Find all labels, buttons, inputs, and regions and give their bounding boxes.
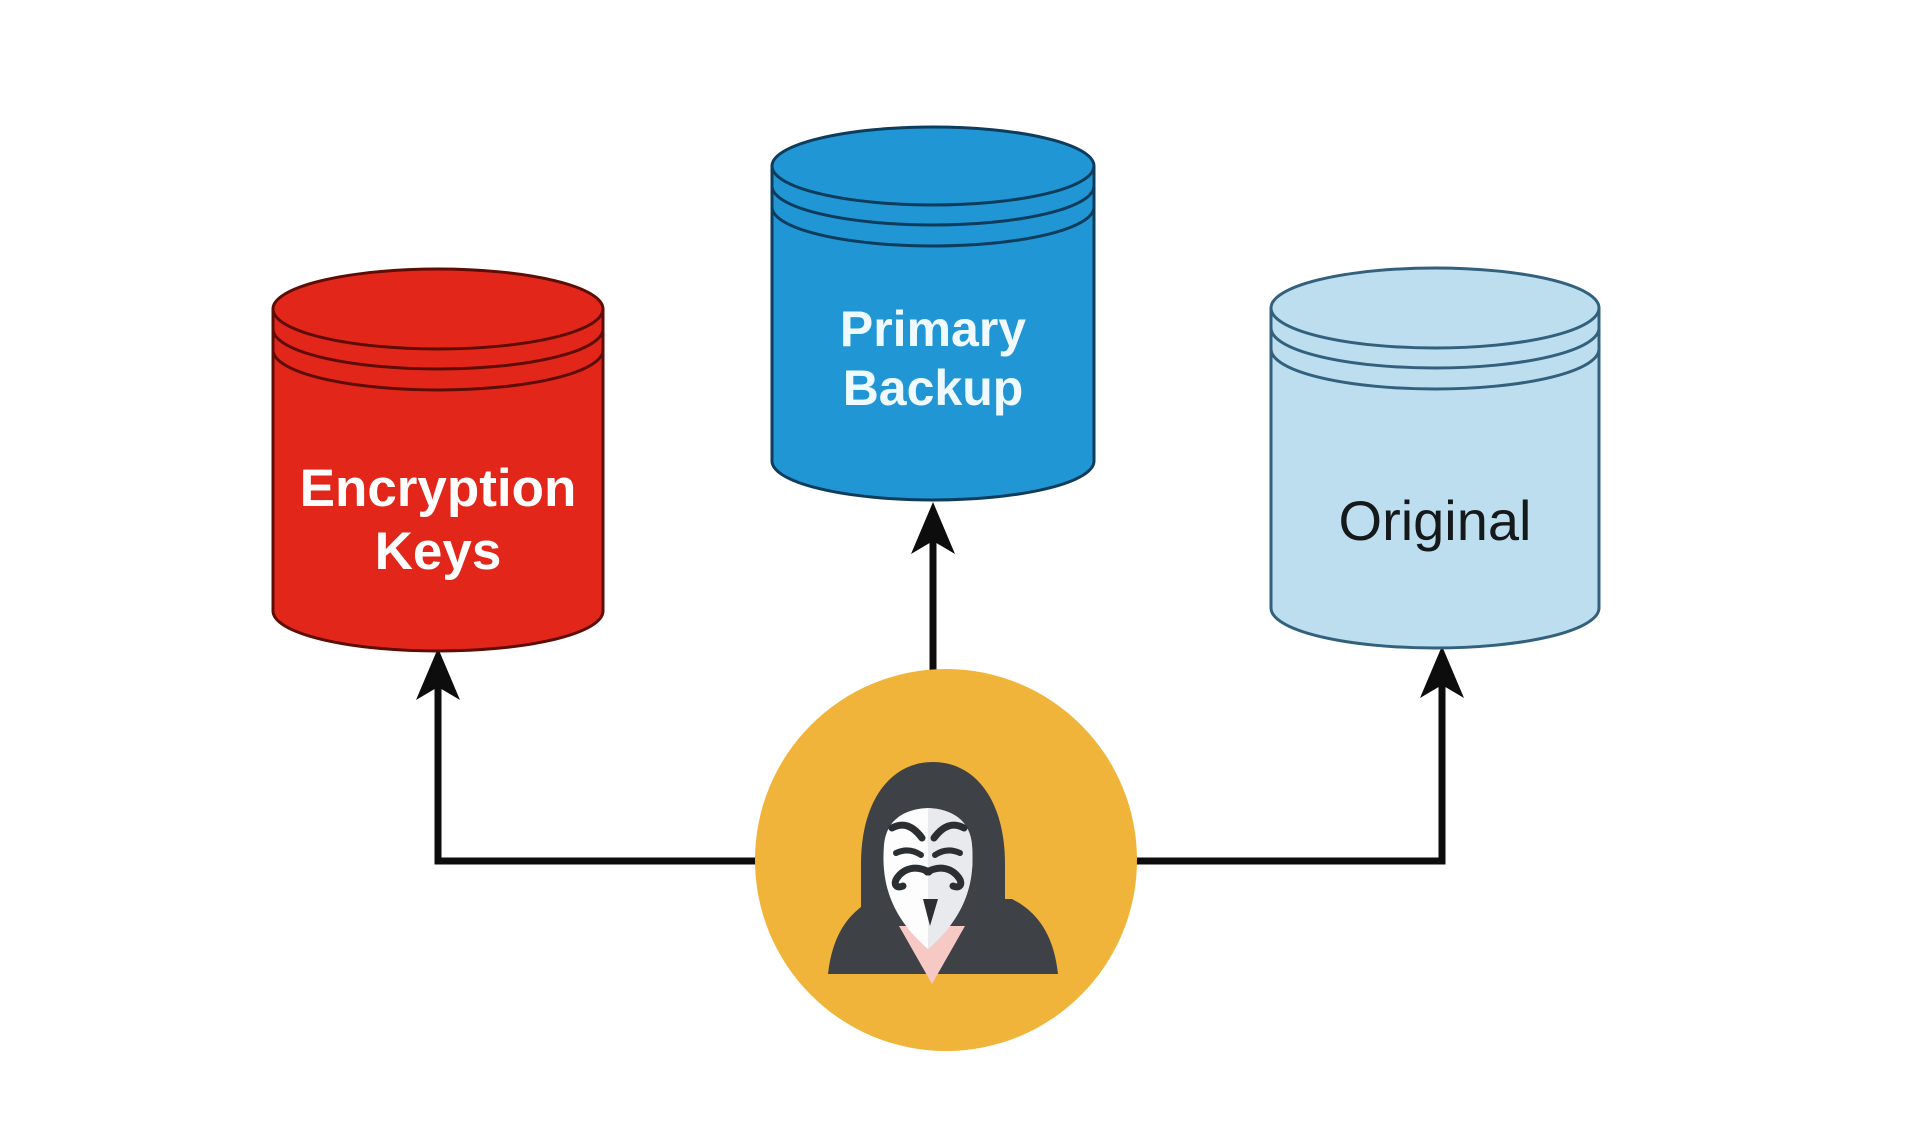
primary-backup-db xyxy=(770,125,1096,502)
encryption-keys-db xyxy=(271,267,605,653)
encryption-keys-db-ring xyxy=(271,328,605,371)
mask-left-eyebrow xyxy=(888,821,926,842)
primary-backup-db-ring xyxy=(770,206,1096,248)
mask-left-eye xyxy=(893,847,924,858)
primary-backup-db-top xyxy=(770,125,1096,207)
arrowhead-primary-backup xyxy=(911,502,955,554)
hacker-collar xyxy=(899,926,965,984)
encryption-keys-db-ring xyxy=(271,349,605,392)
original-db-body xyxy=(1269,308,1601,650)
encryption-keys-db-body xyxy=(271,309,605,653)
arrowhead-encryption-keys xyxy=(416,648,460,700)
arrowhead-original xyxy=(1420,646,1464,698)
hacker-actor xyxy=(755,669,1137,1051)
mask-right-eye xyxy=(932,847,963,858)
original-db xyxy=(1269,266,1601,650)
primary-backup-db-ring xyxy=(770,185,1096,227)
original-db-top xyxy=(1269,266,1601,350)
primary-backup-label: Primary Backup xyxy=(839,301,1027,416)
encryption-keys-db-top xyxy=(271,267,605,351)
anonymous-mask-icon xyxy=(883,808,973,949)
mask-face-shade xyxy=(928,808,973,949)
mask-goatee xyxy=(923,899,938,926)
mask-right-mustache xyxy=(923,864,965,891)
original-label: Original xyxy=(1338,489,1532,552)
mask-left-mustache xyxy=(891,864,933,891)
mask-features xyxy=(888,821,968,891)
primary-backup-db-body xyxy=(770,166,1096,502)
original-db-ring xyxy=(1269,348,1601,391)
encryption-keys-label: Encryption Keys xyxy=(299,459,577,581)
mask-right-eyebrow xyxy=(930,821,968,842)
original-db-ring xyxy=(1269,327,1601,370)
